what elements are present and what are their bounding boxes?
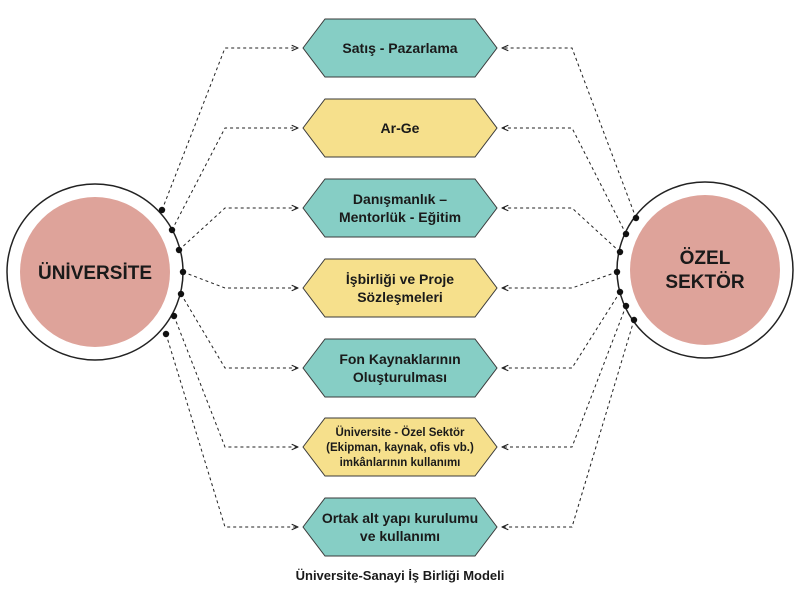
activity-label: ve kullanımı [360,528,440,544]
universite-circle [20,197,170,347]
activity-label: Ar-Ge [381,120,420,136]
ozel-sektor-circle [630,195,780,345]
activity-item: Danışmanlık – Mentorlük - Eğitim [302,178,498,238]
activity-label: Sözleşmeleri [357,289,443,305]
activity-label: Danışmanlık – [353,191,447,207]
activity-item: Ar-Ge [302,98,498,158]
connection-dot-right [613,268,621,276]
connection-dot-left [175,246,183,254]
connection-dot-right [622,302,630,310]
activity-label: Satış - Pazarlama [342,40,457,56]
activity-label: Oluşturulması [353,369,447,385]
activity-label: Mentorlük - Eğitim [339,209,461,225]
activity-hexagon [302,497,498,557]
activity-label: Fon Kaynaklarının [339,351,460,367]
activity-item: Satış - Pazarlama [302,18,498,78]
connection-dots [158,206,640,338]
connector-left [165,333,298,527]
activity-hexagon [302,98,498,158]
connection-dot-left [179,268,187,276]
activity-label: imkânlarının kullanımı [340,457,461,469]
diagram-caption: Üniversite-Sanayi İş Birliği Modeli [295,568,505,583]
activity-hexagon [302,417,498,477]
connector-right [502,271,618,288]
connection-dot-right [616,288,624,296]
connection-dot-left [168,226,176,234]
connector-left [182,271,298,288]
connector-right [502,319,635,527]
activity-label: Üniversite - Özel Sektör [335,426,465,439]
activity-label: (Ekipman, kaynak, ofis vb.) [326,442,474,454]
connector-right [502,128,627,235]
activity-item: Üniversite - Özel Sektör (Ekipman, kaynak… [302,417,498,477]
connector-left [173,315,298,447]
connection-dot-right [616,248,624,256]
ozel-sektor-label-line1: ÖZEL [680,248,731,269]
ozel-sektor-node: ÖZEL SEKTÖR [616,181,794,359]
activity-hexagon [302,258,498,318]
activity-hexagon [302,178,498,238]
activity-hexagon [302,338,498,398]
connection-dot-left [158,206,166,214]
activity-item: Ortak alt yapı kurulumu ve kullanımı [302,497,498,557]
activity-hexagon [302,18,498,78]
connector-left [171,128,298,231]
connection-dot-right [630,316,638,324]
connection-dot-left [170,312,178,320]
connector-right [502,48,637,219]
connector-left [180,293,298,368]
universite-label: ÜNİVERSİTE [38,263,152,284]
activity-label: Ortak alt yapı kurulumu [322,510,478,526]
connection-dot-left [162,330,170,338]
connection-dot-right [622,230,630,238]
connector-right [502,291,621,368]
connection-dot-left [177,290,185,298]
connector-right [502,305,627,447]
connection-dot-right [632,214,640,222]
universite-node: ÜNİVERSİTE [6,183,184,361]
connector-left [178,208,298,251]
ozel-sektor-label-line2: SEKTÖR [665,272,744,293]
connectors [161,48,637,527]
connector-left [161,48,298,211]
connector-right [502,208,621,253]
activity-label: İşbirliği ve Proje [346,271,454,287]
